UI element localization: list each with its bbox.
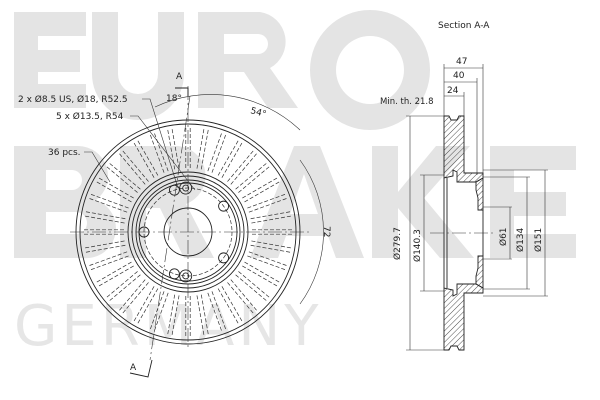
angle-18-label: 18° bbox=[166, 94, 182, 104]
hole-note-2-leader bbox=[130, 115, 196, 191]
watermark-letter-b bbox=[14, 146, 116, 259]
watermark-letter-a bbox=[250, 146, 364, 258]
section-marker-bottom bbox=[129, 359, 153, 378]
section-label-top: A bbox=[176, 72, 183, 82]
watermark-letter-o bbox=[310, 10, 430, 130]
section-marker-top bbox=[175, 87, 189, 96]
watermark-letter-k bbox=[372, 146, 474, 258]
dim-hat-inner-diameter: Ø140.3 bbox=[412, 229, 423, 262]
min-thickness-label: Min. th. 21.8 bbox=[380, 97, 434, 107]
section-label-bottom: A bbox=[130, 363, 137, 373]
watermark: GERMANY bbox=[14, 10, 576, 359]
radius-72-label: 72 bbox=[321, 226, 331, 237]
dim-hat-outer-diameter: Ø151 bbox=[533, 228, 544, 252]
dim-24: 24 bbox=[447, 86, 459, 96]
angle-54-label: 54° bbox=[249, 106, 267, 120]
watermark-letter-e bbox=[14, 12, 86, 108]
dim-40: 40 bbox=[453, 71, 465, 81]
dim-outer-diameter: Ø279.7 bbox=[392, 227, 403, 260]
section-title: Section A-A bbox=[438, 21, 490, 31]
hole-note-2: 5 x Ø13.5, R54 bbox=[56, 111, 124, 122]
cooling-vanes bbox=[84, 128, 292, 336]
watermark-letter-u bbox=[92, 12, 184, 120]
section-profile-bottom bbox=[443, 283, 484, 351]
dim-hat-diameter: Ø134 bbox=[515, 227, 526, 252]
dim-47: 47 bbox=[456, 57, 467, 67]
section-line bbox=[149, 95, 191, 361]
watermark-letter-r2 bbox=[120, 146, 214, 258]
watermark-letter-r bbox=[198, 12, 298, 108]
hole-note-1-leader bbox=[142, 98, 179, 189]
watermark-letter-e2 bbox=[490, 146, 576, 258]
hole-note-1: 2 x Ø8.5 US, Ø18, R52.5 bbox=[18, 94, 128, 105]
front-view: A A 18° 54° 72 2 x Ø8.5 US, Ø18, R52.5 5… bbox=[18, 72, 331, 378]
dim-center-bore: Ø61 bbox=[498, 227, 509, 246]
watermark-germany: GERMANY bbox=[14, 294, 322, 359]
vanes-note: 36 pcs. bbox=[48, 148, 81, 158]
radius-dimension-arc bbox=[299, 159, 324, 305]
angle-dimension-arc bbox=[154, 94, 301, 131]
vanes-note-leader bbox=[84, 151, 111, 183]
section-view: Section A-A 47 40 24 Min. th. 21.8 Ø279.… bbox=[380, 21, 548, 351]
